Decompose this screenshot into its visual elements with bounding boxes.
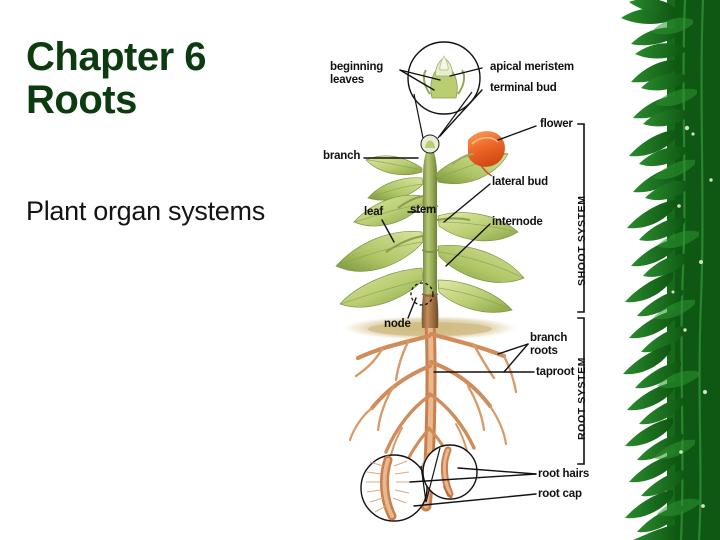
label-taproot: taproot <box>536 366 575 378</box>
label-terminal-bud: terminal bud <box>490 82 557 94</box>
bamboo-foliage-graphic <box>621 0 720 540</box>
plant-illustration <box>335 41 585 522</box>
label-shoot-system: SHOOT SYSTEM <box>576 195 588 286</box>
bamboo-border <box>615 0 720 540</box>
label-node: node <box>384 318 411 330</box>
label-lateral-bud: lateral bud <box>492 176 548 188</box>
label-root-hairs: root hairs <box>538 468 590 480</box>
plant-diagram: beginning leaves apical meristem termina… <box>322 36 612 528</box>
page-subtitle: Plant organ systems <box>26 196 265 226</box>
label-flower: flower <box>540 118 573 130</box>
label-apical-meristem: apical meristem <box>490 61 574 73</box>
page-title: Chapter 6 Roots <box>26 35 207 123</box>
label-root-system: ROOT SYSTEM <box>576 356 588 440</box>
label-beginning-leaves: beginning leaves <box>330 61 384 86</box>
label-root-cap: root cap <box>538 488 582 500</box>
label-stem: stem <box>410 204 437 216</box>
label-branch: branch <box>323 150 361 162</box>
label-leaf: leaf <box>364 206 384 218</box>
label-internode: internode <box>492 216 543 228</box>
label-branch-roots: branch roots <box>530 332 568 357</box>
